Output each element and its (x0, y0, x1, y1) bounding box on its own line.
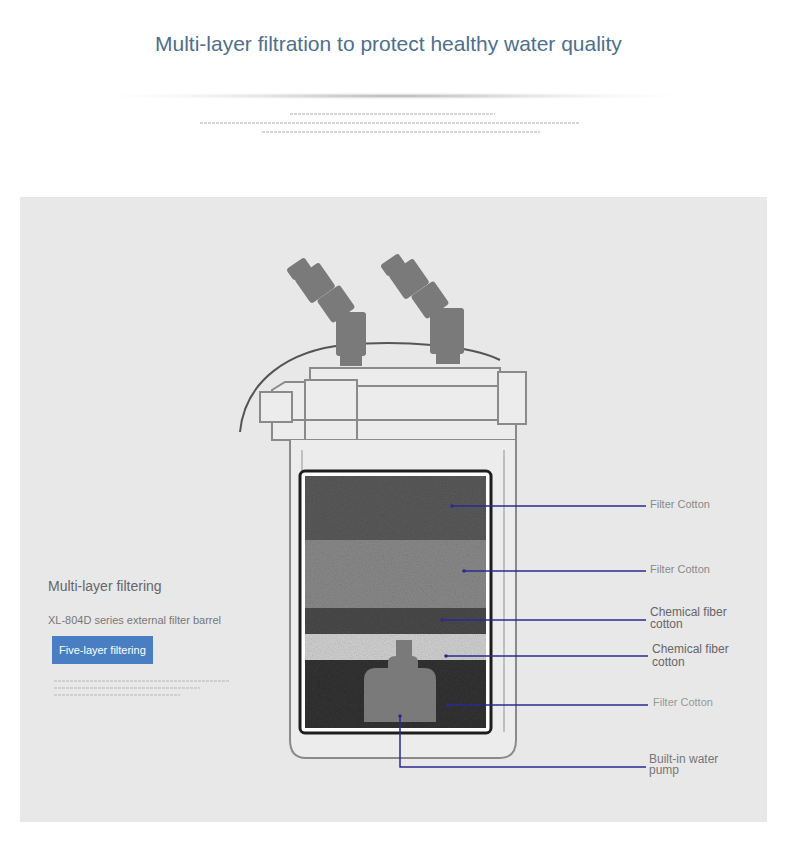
leader-line (400, 506, 648, 767)
fine-print (200, 114, 580, 132)
window-frame (300, 471, 491, 733)
tag-text: Five-layer filtering (59, 643, 146, 657)
tag-box: Five-layer filtering (52, 636, 153, 664)
filter-layers (305, 476, 486, 728)
page-title: Multi-layer filtration to protect health… (155, 32, 625, 56)
section-heading: Multi-layer filtering (48, 578, 248, 595)
canister-groove (302, 450, 504, 732)
part-label: Chemical fiber cotton (650, 606, 732, 630)
fine-print (54, 681, 230, 695)
part-label: Built-in water pump (649, 754, 744, 776)
part-label: Filter Cotton (650, 498, 760, 511)
title-shadow (75, 92, 715, 100)
canister-body (290, 440, 516, 758)
water-pump (364, 640, 436, 722)
canister-lid (260, 368, 526, 442)
valve (286, 253, 464, 366)
product-name: XL-804D series external filter barrel (48, 613, 278, 627)
part-label: Filter Cotton (650, 563, 760, 576)
background-panel (20, 197, 767, 822)
part-label: Filter Cotton (653, 696, 763, 709)
leader-dot (398, 504, 466, 718)
part-label: Chemical fiber cotton (652, 643, 734, 669)
